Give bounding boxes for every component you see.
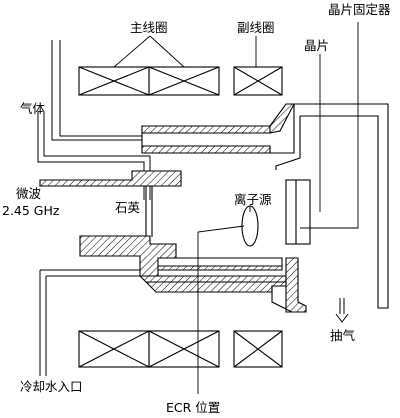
- main-coil-lower: [78, 330, 220, 368]
- ion-source-label: 离子源: [234, 192, 272, 207]
- aux-coil-upper: [233, 66, 283, 96]
- wafer-holder-label: 晶片固定器: [328, 2, 391, 17]
- exhaust-arrow: [335, 298, 349, 323]
- aux-coil-lower: [233, 330, 283, 368]
- wafer-leaders: [300, 22, 359, 229]
- cooling-water-pipe: [39, 270, 47, 376]
- ecr-position-leader: [197, 225, 245, 394]
- main-coil-label: 主线圈: [130, 20, 168, 35]
- main-coil-upper: [78, 66, 220, 96]
- coil-leader-lines: [113, 35, 257, 68]
- quartz-label: 石英: [115, 200, 141, 215]
- microwave-waveguide-upper: [39, 170, 182, 187]
- outer-vessel: [275, 116, 301, 170]
- wafer-holder: [285, 179, 311, 245]
- lower-chamber-wall: [138, 257, 307, 313]
- cooling-water-label: 冷却水入口: [20, 379, 83, 394]
- wafer-label: 晶片: [304, 38, 329, 53]
- frequency-label: 2.45 GHz: [2, 203, 60, 218]
- exhaust-label: 抽气: [330, 328, 356, 343]
- upper-chamber-wall: [141, 103, 295, 154]
- quartz-window: [145, 186, 153, 237]
- microwave-label: 微波: [16, 186, 42, 201]
- aux-coil-label: 副线圈: [237, 20, 275, 35]
- lower-cooling-channel: [40, 257, 293, 313]
- gas-label: 气体: [20, 101, 46, 116]
- ecr-position-label: ECR 位置: [166, 400, 220, 415]
